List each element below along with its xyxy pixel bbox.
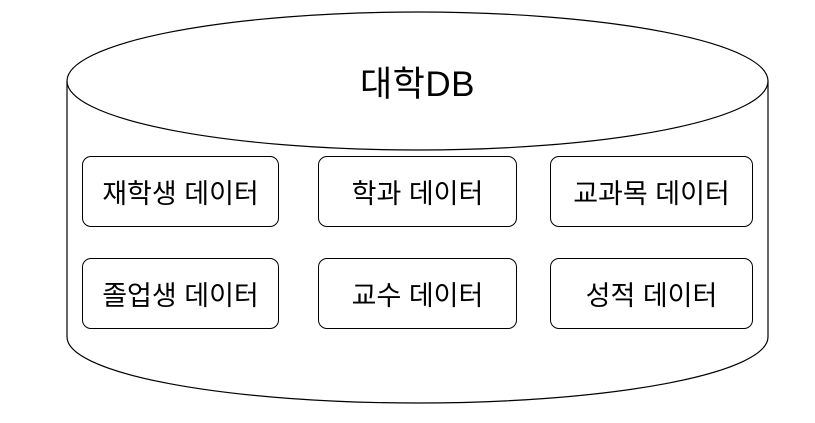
box-professors: 교수 데이터 <box>318 258 517 329</box>
box-grades: 성적 데이터 <box>550 258 753 329</box>
box-current-students: 재학생 데이터 <box>82 156 279 227</box>
cylinder-body-outline <box>66 81 769 404</box>
database-title: 대학DB <box>359 65 476 104</box>
box-departments: 학과 데이터 <box>318 156 517 227</box>
box-graduates: 졸업생 데이터 <box>82 258 279 329</box>
cylinder-top-ellipse <box>66 11 769 151</box>
box-courses: 교과목 데이터 <box>550 156 753 227</box>
